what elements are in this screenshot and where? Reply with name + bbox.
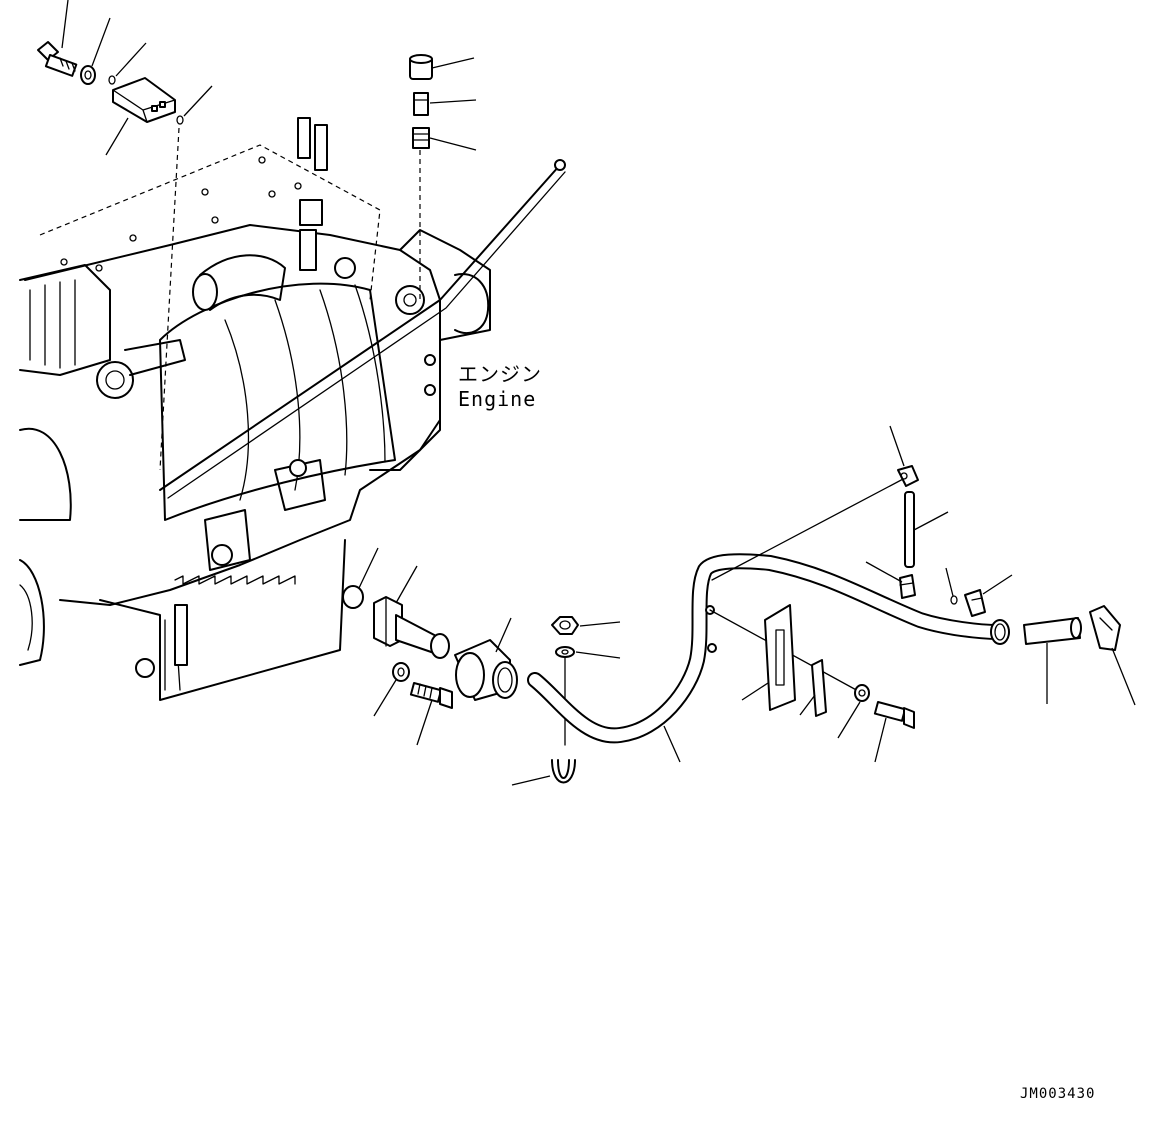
coolant-pipe xyxy=(527,553,1010,744)
elbow-fitting-lower xyxy=(899,574,916,599)
hose-clamp xyxy=(454,639,518,701)
cap-fitting xyxy=(409,54,433,80)
washer-top-left xyxy=(80,65,96,85)
junction-block xyxy=(112,77,176,123)
engine-label-ja: エンジン xyxy=(458,362,542,386)
crankcase xyxy=(99,539,346,701)
flange-nut xyxy=(551,616,579,635)
engine-assembly xyxy=(19,117,566,701)
drawing-number: JM003430 xyxy=(1020,1086,1096,1102)
engine-block-outline xyxy=(24,224,441,606)
connector-fitting xyxy=(412,127,430,149)
hose-segment xyxy=(1023,617,1082,645)
nipple-fitting xyxy=(413,92,429,116)
flywheel-housing xyxy=(19,427,72,521)
elbow-adapter xyxy=(373,596,450,659)
gasket-ring xyxy=(342,585,364,609)
washer-right xyxy=(854,684,870,702)
bolt-right xyxy=(873,701,915,729)
support-rod xyxy=(159,164,561,491)
hose-clamp-right xyxy=(1089,605,1121,651)
timing-case xyxy=(369,229,491,471)
fuel-pump xyxy=(19,264,111,376)
leader-lines xyxy=(61,0,1136,786)
flat-washer xyxy=(555,646,575,658)
elbow-fitting-upper xyxy=(897,465,919,487)
small-tube xyxy=(904,491,915,568)
bolt-lower-left xyxy=(409,682,453,709)
engine-label-en: Engine xyxy=(458,387,537,411)
engine-top-cover-outline xyxy=(39,144,381,301)
bolt-top-left xyxy=(37,41,78,77)
o-ring-right xyxy=(950,595,958,605)
o-ring-top-left xyxy=(108,75,116,85)
spacer-strip xyxy=(811,659,827,717)
elbow-connector-right xyxy=(964,589,986,617)
u-bolt xyxy=(551,759,576,784)
exhaust-drum xyxy=(159,282,396,521)
washer-lower-left xyxy=(392,662,410,682)
mounting-bracket xyxy=(764,604,796,711)
engine-label: エンジン Engine xyxy=(458,362,542,412)
